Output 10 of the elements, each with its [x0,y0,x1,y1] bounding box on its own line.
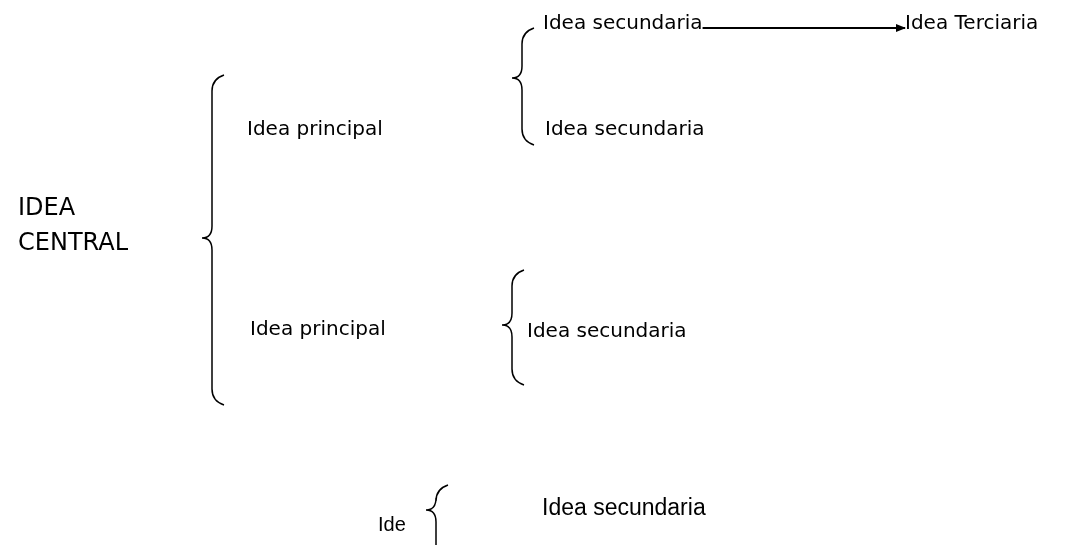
idea-text: Idea secundaria [542,494,706,522]
idea-text: IDEA CENTRAL [18,192,130,258]
arrow [701,24,906,32]
idea-text: Idea Terciaria [905,10,1039,34]
idea-text: Idea principal [247,116,383,140]
idea-text: Ide [378,512,406,536]
idea-text: Idea secundaria [545,116,705,140]
idea-text: Idea principal [250,316,386,340]
idea-text: Idea secundaria [527,318,687,342]
idea-text: Idea secundaria [543,10,703,34]
